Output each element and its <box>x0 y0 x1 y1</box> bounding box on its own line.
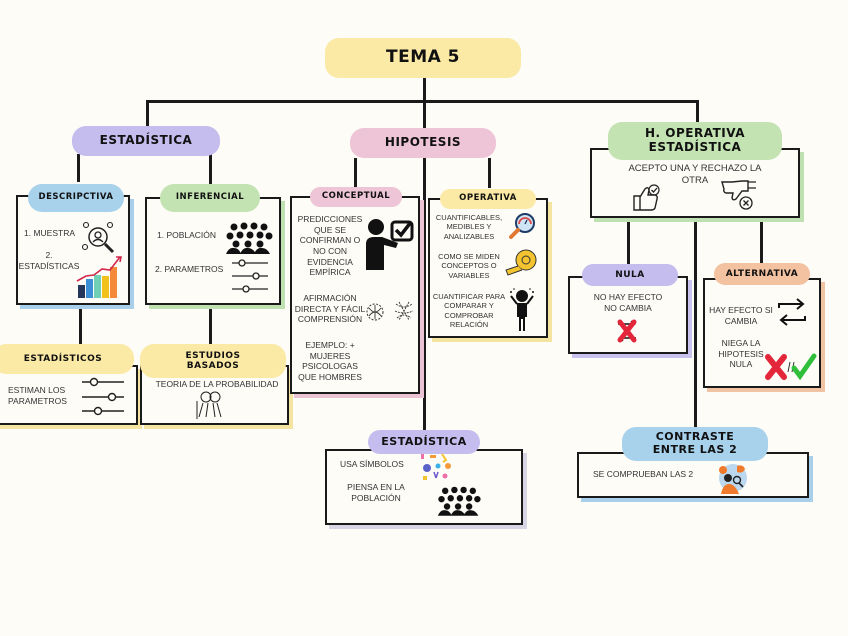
alternativa-box <box>703 278 821 388</box>
measuring-tape-icon <box>505 249 537 276</box>
nula-box <box>568 276 688 354</box>
sliders-icon <box>82 377 124 416</box>
presenter-check-icon <box>366 219 414 270</box>
sliders-icon <box>232 259 268 293</box>
operativa-item-cuantificables: CUANTIFICABLES, MEDIBLES Y ANALIZABLES <box>435 213 503 241</box>
contraste-heading: CONTRASTE ENTRE LAS 2 <box>622 427 768 461</box>
operativa-heading: OPERATIVA <box>440 189 536 209</box>
symbols-icon <box>421 453 451 480</box>
estadisticos-text: ESTIMAN LOS PARAMETROS <box>8 385 67 406</box>
connector <box>79 302 82 347</box>
connector <box>488 158 491 188</box>
tangle-icon <box>366 303 384 321</box>
connector <box>696 100 699 125</box>
operativa-item-cuantificar: CUANTIFICAR PARA COMPARAR Y COMPROBAR RE… <box>432 292 506 330</box>
conceptual-item-afirmacion: AFIRMACIÓN DIRECTA Y FÁCIL COMPRENSIÓN <box>294 293 366 325</box>
conceptual-heading: CONCEPTUAL <box>310 187 402 207</box>
nula-text: NO HAY EFECTO NO CAMBIA <box>593 292 663 313</box>
hipotesis-estadistica-box <box>325 449 523 525</box>
people-search-icon <box>81 221 115 254</box>
operativa-item-como-se-miden: COMO SE MIDEN CONCEPTOS O VARIABLES <box>438 252 500 280</box>
connector <box>146 100 149 128</box>
estadisticos-heading: ESTADÍSTICOS <box>0 344 134 374</box>
hipotesis-heading: HIPOTESIS <box>350 128 496 158</box>
descriptiva-item-muestra: 1. MUESTRA <box>24 228 76 238</box>
crowd-icon <box>226 222 273 254</box>
inferencial-item-parametros: 2. PARAMETROS <box>155 264 224 274</box>
connector <box>354 158 357 188</box>
estadistica-heading: ESTADÍSTICA <box>72 126 220 156</box>
contraste-text: SE COMPRUEBAN LAS 2 <box>593 469 694 479</box>
inferencial-item-poblacion: 1. POBLACIÓN <box>157 230 217 240</box>
x-check-icon <box>765 353 817 381</box>
untangle-icon <box>394 301 414 321</box>
usa-simbolos-text: USA SÍMBOLOS <box>340 459 404 469</box>
person-inspecting-icon <box>719 464 747 494</box>
connector <box>694 215 697 430</box>
connector <box>627 215 630 265</box>
connector <box>423 74 426 102</box>
hipotesis-estadistica-heading: ESTADÍSTICA <box>368 430 480 454</box>
connector <box>209 154 212 184</box>
no-change-x-icon <box>617 319 637 343</box>
crowd-icon <box>437 486 481 516</box>
h-operativa-text: ACEPTO UNA Y RECHAZO LA OTRA <box>628 163 762 186</box>
descriptiva-heading: DESCRIPCTIVA <box>28 184 124 212</box>
connector <box>77 154 80 182</box>
main-title: TEMA 5 <box>325 38 521 78</box>
connector <box>760 215 763 265</box>
connector <box>423 158 426 430</box>
connector <box>209 302 212 347</box>
magnifier-gauge-icon <box>509 213 535 239</box>
thumbs-up-icon <box>633 184 660 211</box>
nula-heading: NULA <box>582 264 678 286</box>
alternativa-heading: ALTERNATIVA <box>714 263 810 285</box>
descriptiva-item-estadisticas: 2. ESTADÍSTICAS <box>18 250 80 271</box>
thumbs-down-icon <box>721 180 756 210</box>
connector <box>423 100 426 130</box>
h-operativa-heading: H. OPERATIVA ESTADÍSTICA <box>608 122 782 160</box>
conceptual-item-predicciones: PREDICCIONES QUE SE CONFIRMAN O NO CON E… <box>297 214 363 278</box>
connector <box>146 100 698 103</box>
alternativa-item-hay-efecto: HAY EFECTO SI CAMBIA <box>709 305 773 326</box>
conceptual-item-ejemplo: EJEMPLO: + MUJERES PSICOLOGAS QUE HOMBRE… <box>298 340 362 382</box>
estudios-basados-text: TEORIA DE LA PROBABILIDAD <box>155 379 279 389</box>
alternativa-item-niega: NIEGA LA HIPOTESIS NULA <box>718 338 764 370</box>
swap-arrows-icon <box>778 298 806 326</box>
bar-chart-icon <box>76 256 122 298</box>
piensa-poblacion-text: PIENSA EN LA POBLACIÓN <box>347 482 405 503</box>
dice-probability-icon <box>196 391 222 419</box>
estudios-basados-heading: ESTUDIOS BASADOS <box>140 344 286 378</box>
inferencial-heading: INFERENCIAL <box>160 184 260 212</box>
person-thinking-icon <box>510 288 534 331</box>
